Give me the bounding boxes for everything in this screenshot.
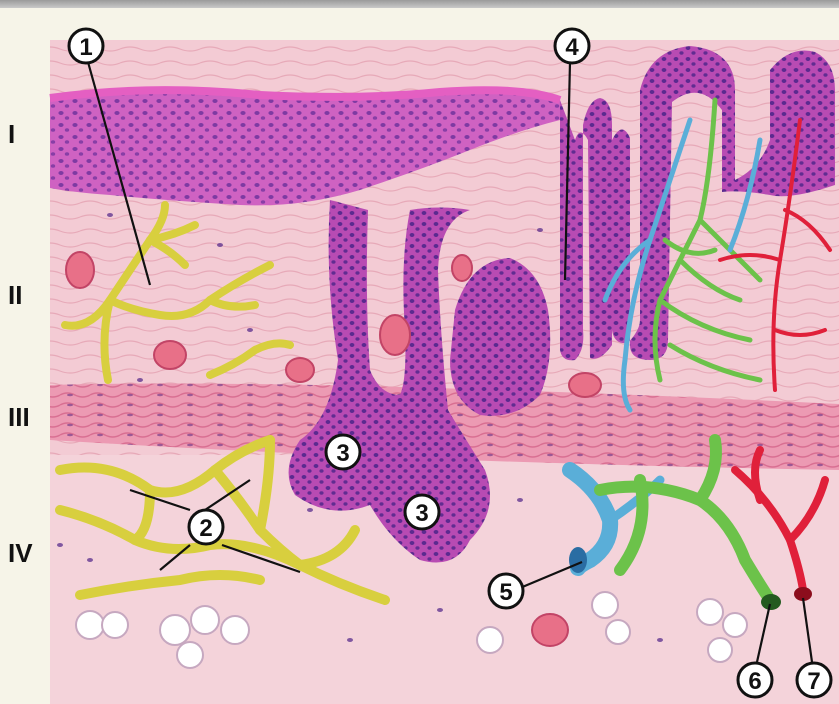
callout-2-label: 2 <box>199 515 212 542</box>
lymph-vessel-lumen <box>761 594 781 610</box>
callout-5-label: 5 <box>499 579 512 606</box>
callout-4-label: 4 <box>565 34 579 61</box>
layer-label-iv: IV <box>8 538 33 568</box>
callout-6: 6 <box>738 663 772 697</box>
callout-3b: 3 <box>405 495 439 529</box>
callout-4: 4 <box>555 29 589 63</box>
callout-7-label: 7 <box>807 668 820 695</box>
layer-label-iii: III <box>8 402 30 432</box>
callout-2: 2 <box>189 510 223 544</box>
layer-label-i: I <box>8 119 15 149</box>
callout-1-label: 1 <box>79 34 92 61</box>
callout-1: 1 <box>69 29 103 63</box>
callout-5: 5 <box>489 574 523 608</box>
callout-3a-label: 3 <box>336 440 349 467</box>
callout-3a: 3 <box>326 435 360 469</box>
callout-7: 7 <box>797 663 831 697</box>
layer-label-ii: II <box>8 280 22 310</box>
callout-3b-label: 3 <box>415 500 428 527</box>
callout-6-label: 6 <box>748 668 761 695</box>
